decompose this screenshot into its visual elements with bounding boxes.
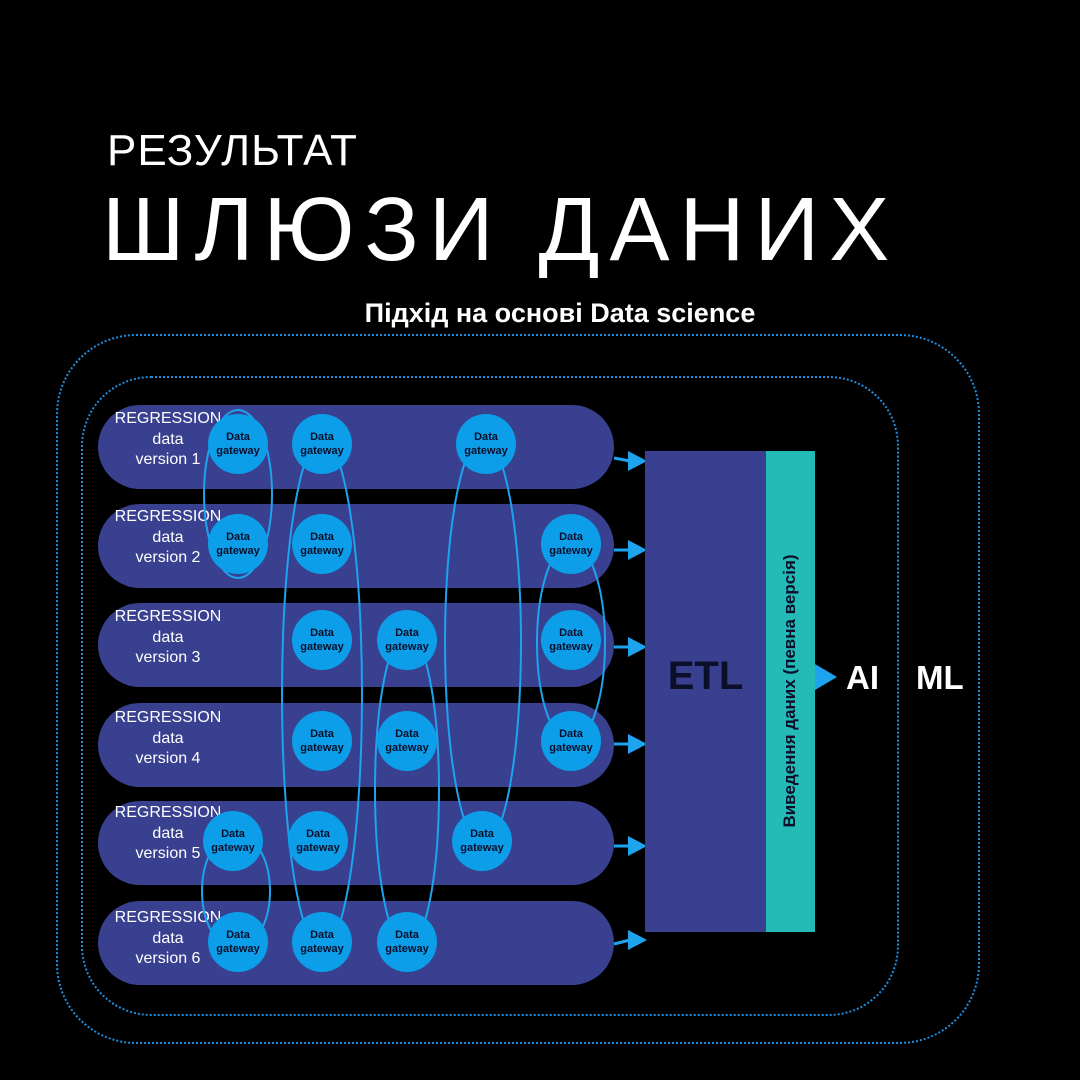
regression-row-4 [98, 703, 614, 787]
outer-dotted-frame [56, 334, 980, 1044]
output-ml-label: ML [916, 659, 964, 696]
output-arrow-icon [815, 664, 837, 690]
regression-row-6 [98, 901, 614, 985]
data-ingestion-block [766, 451, 815, 932]
data-ingestion-label: Виведення даних (певна версія) [780, 554, 799, 828]
regression-row-2 [98, 504, 614, 588]
link-loop-v1-v2 [203, 409, 273, 579]
inner-dotted-frame [81, 376, 899, 1016]
link-loop-v1-v5 [444, 437, 522, 847]
arrow-icon [628, 540, 647, 560]
arrow-icon [628, 930, 647, 950]
arrow-icon [628, 734, 647, 754]
etl-label: ETL [667, 654, 744, 698]
page-title: ШЛЮЗИ ДАНИХ [102, 180, 900, 280]
diagram-subtitle: Підхід на основі Data science [364, 298, 756, 328]
link-loop-v3-v6 [374, 631, 440, 949]
regression-row-3 [98, 603, 614, 687]
output-ai-label: AI [846, 659, 879, 696]
arrow-icon [628, 451, 647, 471]
row-arrows [613, 451, 837, 950]
regression-row-1 [98, 405, 614, 489]
arrow-icon [628, 836, 647, 856]
kicker-heading: РЕЗУЛЬТАТ [107, 126, 358, 175]
etl-block [645, 451, 766, 932]
arrow-icon [628, 637, 647, 657]
regression-row-5 [98, 801, 614, 885]
